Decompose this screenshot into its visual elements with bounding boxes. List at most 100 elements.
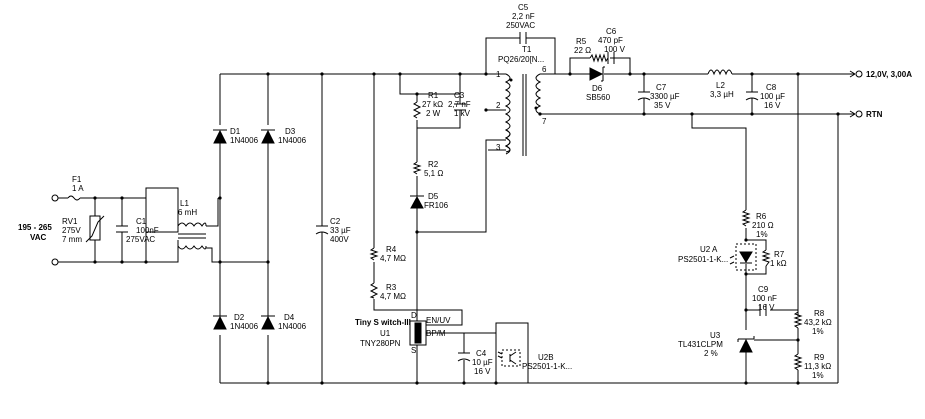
parts-R9-ref-label: R9 bbox=[814, 353, 825, 362]
parts-C7-value2-label: 35 V bbox=[654, 101, 671, 110]
parts-R3-ref-label: R3 bbox=[386, 283, 397, 292]
parts-L2-ref-label: L2 bbox=[716, 81, 725, 90]
parts-C8-value-label: 100 µF bbox=[760, 92, 785, 101]
parts-L1-ref-label: L1 bbox=[180, 199, 189, 208]
parts-C5-value-label: 2,2 nF bbox=[512, 12, 535, 21]
parts-T1-value-label: PQ26/20[N... bbox=[498, 55, 544, 64]
parts-D6-ref-label: D6 bbox=[592, 84, 603, 93]
parts-D1-ref-label: D1 bbox=[230, 127, 241, 136]
parts-D5-ref-label: D5 bbox=[428, 192, 439, 201]
parts-R7-ref-label: R7 bbox=[774, 250, 785, 259]
parts-C3-ref-label: C3 bbox=[454, 91, 465, 100]
parts-U3-value2-label: 2 % bbox=[704, 349, 718, 358]
parts-R8-value-label: 43,2 kΩ bbox=[804, 318, 832, 327]
parts-D4-ref-label: D4 bbox=[284, 313, 295, 322]
choke-l1: L1 6 mH bbox=[177, 199, 207, 250]
parts-L2-value-label: 3,3 µH bbox=[710, 90, 734, 99]
parts-T1-pin1-label: 1 bbox=[496, 70, 501, 79]
parts-D3-value-label: 1N4006 bbox=[278, 136, 307, 145]
parts-U1-value-label: TNY280PN bbox=[360, 339, 401, 348]
parts-T1-pin3-label: 3 bbox=[496, 143, 501, 152]
diode-d5: D5 FR106 bbox=[410, 192, 449, 210]
parts-R9-value2-label: 1% bbox=[812, 371, 824, 380]
parts-U2A-ref-label: U2 A bbox=[700, 245, 718, 254]
parts-R8-ref-label: R8 bbox=[814, 309, 825, 318]
transformer-t1: T1 PQ26/20[N... 1 2 3 6 7 bbox=[496, 45, 547, 156]
parts-C4-value2-label: 16 V bbox=[474, 367, 491, 376]
parts-D1-value-label: 1N4006 bbox=[230, 136, 259, 145]
capacitor-c3: C3 2,7 nF 1 kV bbox=[448, 91, 471, 118]
parts-C9-value-label: 100 nF bbox=[752, 294, 777, 303]
parts-R8-value2-label: 1% bbox=[812, 327, 824, 336]
parts-R3-value-label: 4,7 MΩ bbox=[380, 292, 406, 301]
capacitor-c7: C7 3300 µF 35 V bbox=[637, 83, 680, 110]
parts-RV1-ref-label: RV1 bbox=[62, 217, 78, 226]
parts-C3-value-label: 2,7 nF bbox=[448, 100, 471, 109]
optocoupler-u2a: U2 A PS2501-1-K... bbox=[678, 243, 757, 271]
parts-D6-value-label: SB560 bbox=[586, 93, 611, 102]
parts-C8-ref-label: C8 bbox=[766, 83, 777, 92]
parts-R1-ref-label: R1 bbox=[428, 91, 439, 100]
resistor-r4: R4 4,7 MΩ bbox=[369, 245, 406, 263]
input-voltage-label: 195 - 265 bbox=[18, 223, 52, 232]
parts-R5-value-label: 22 Ω bbox=[574, 46, 591, 55]
resistor-r5: R5 22 Ω bbox=[574, 37, 609, 63]
parts-C8-value2-label: 16 V bbox=[764, 101, 781, 110]
parts-C2-value-label: 33 µF bbox=[330, 226, 351, 235]
parts-C4-value-label: 10 µF bbox=[472, 358, 493, 367]
parts-R2-value-label: 5,1 Ω bbox=[424, 169, 443, 178]
parts-U3-value-label: TL431CLPM bbox=[678, 340, 723, 349]
input-terminals: 195 - 265 VAC bbox=[18, 194, 59, 266]
parts-D5-value-label: FR106 bbox=[424, 201, 449, 210]
input-unit-label: VAC bbox=[30, 233, 47, 242]
output-terminals: 12,0V, 3,00A RTN bbox=[849, 70, 912, 119]
parts-R4-ref-label: R4 bbox=[386, 245, 397, 254]
parts-R6-value2-label: 1% bbox=[756, 230, 768, 239]
capacitor-c2: C2 33 µF 400V bbox=[315, 217, 351, 244]
resistor-r3: R3 4,7 MΩ bbox=[369, 282, 406, 301]
parts-F1-ref-label: F1 bbox=[72, 175, 82, 184]
parts-T1-ref-label: T1 bbox=[522, 45, 532, 54]
parts-T1-pin2-label: 2 bbox=[496, 101, 501, 110]
parts-C1-ref-label: C1 bbox=[136, 217, 147, 226]
resistor-r2: R2 5,1 Ω bbox=[412, 160, 443, 178]
parts-C4-ref-label: C4 bbox=[476, 349, 487, 358]
parts-R4-value-label: 4,7 MΩ bbox=[380, 254, 406, 263]
parts-T1-pin6-label: 6 bbox=[542, 65, 547, 74]
parts-U1-family-label: Tiny S witch-III bbox=[355, 318, 411, 327]
parts-L1-value-label: 6 mH bbox=[178, 208, 197, 217]
capacitor-c8: C8 100 µF 16 V bbox=[745, 83, 785, 110]
parts-D2-value-label: 1N4006 bbox=[230, 322, 259, 331]
parts-R7-value-label: 1 kΩ bbox=[770, 259, 787, 268]
capacitor-c1: C1 100nF 275VAC bbox=[116, 217, 159, 244]
resistor-r9: R9 11,3 kΩ 1% bbox=[793, 353, 831, 380]
parts-C6-ref-label: C6 bbox=[606, 27, 617, 36]
parts-C6-value-label: 470 pF bbox=[598, 36, 623, 45]
diode-d6: D6 SB560 bbox=[586, 66, 611, 102]
parts-C5-value2-label: 250VAC bbox=[506, 21, 535, 30]
fuse-f1: F1 1 A bbox=[67, 175, 84, 201]
parts-R6-value-label: 210 Ω bbox=[752, 221, 774, 230]
parts-D2-ref-label: D2 bbox=[234, 313, 245, 322]
optocoupler-u2b: U2B PS2501-1-K... bbox=[497, 349, 572, 371]
shunt-regulator-u3: U3 TL431CLPM 2 % bbox=[678, 331, 755, 358]
parts-U2B-value-label: PS2501-1-K... bbox=[522, 362, 572, 371]
parts-C6-value2-label: 100 V bbox=[604, 45, 626, 54]
parts-R6-ref-label: R6 bbox=[756, 212, 767, 221]
parts-R1-value-label: 27 kΩ bbox=[422, 100, 443, 109]
parts-U1-pin_d-label: D bbox=[411, 311, 417, 320]
parts-U1-pin_s-label: S bbox=[411, 346, 416, 355]
output-rail-label: 12,0V, 3,00A bbox=[866, 70, 912, 79]
parts-U3-ref-label: U3 bbox=[710, 331, 721, 340]
ic-u1: D S EN/UV BP/M Tiny S witch-III U1 TNY28… bbox=[355, 311, 451, 355]
parts-F1-value-label: 1 A bbox=[72, 184, 84, 193]
capacitor-c5: C5 2,2 nF 250VAC bbox=[506, 3, 535, 44]
capacitor-c4: C4 10 µF 16 V bbox=[457, 349, 493, 376]
parts-C9-ref-label: C9 bbox=[758, 285, 769, 294]
resistor-r8: R8 43,2 kΩ 1% bbox=[793, 309, 832, 336]
junction-dots bbox=[93, 72, 840, 385]
diode-d4: D4 1N4006 bbox=[261, 313, 307, 331]
output-return-label: RTN bbox=[866, 110, 883, 119]
parts-C1-value2-label: 275VAC bbox=[126, 235, 155, 244]
